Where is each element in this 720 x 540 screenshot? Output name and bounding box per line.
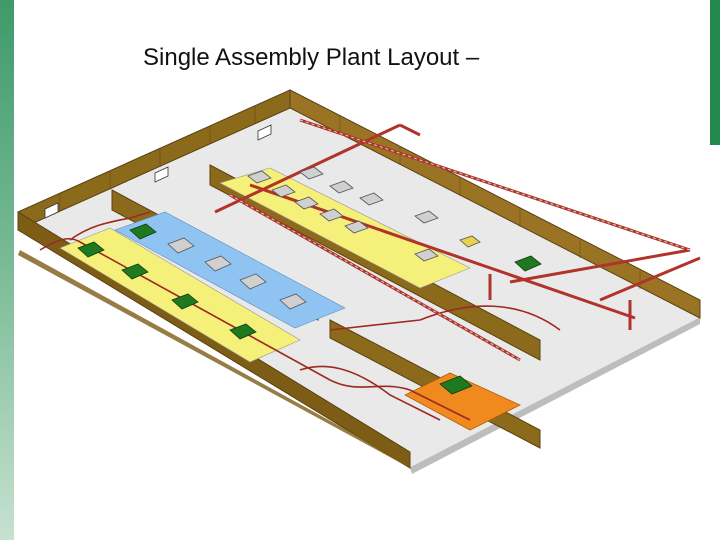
equipment-marker	[459, 235, 481, 248]
grey-station	[294, 196, 319, 210]
slide-accent-bar	[0, 0, 14, 540]
grey-station	[279, 293, 307, 310]
grey-station	[271, 184, 296, 198]
green-vehicle	[514, 255, 542, 272]
grey-station	[344, 220, 369, 234]
green-vehicle	[439, 375, 473, 395]
grey-station	[247, 170, 272, 184]
slide-title: Single Assembly Plant Layout –	[143, 44, 480, 71]
grey-station	[414, 210, 439, 224]
green-vehicle	[171, 293, 199, 310]
blue-bay-stations	[167, 237, 307, 310]
grey-station	[359, 192, 384, 206]
partition-wall-front	[18, 250, 410, 468]
grey-station	[329, 180, 354, 194]
floor-edge	[410, 318, 700, 474]
grey-station	[204, 255, 232, 272]
green-vehicles	[77, 223, 542, 395]
grey-station	[299, 166, 324, 180]
wall-panels	[59, 106, 641, 289]
green-vehicle	[121, 263, 149, 280]
grey-station	[319, 208, 344, 222]
green-vehicle	[77, 241, 105, 258]
wall-windows	[44, 124, 272, 219]
green-vehicle	[129, 223, 157, 240]
green-vehicle	[229, 323, 257, 340]
crane-rail-dashes	[229, 119, 691, 361]
yellow-bay-center	[219, 167, 471, 289]
slide-corner-tab	[710, 0, 720, 145]
grey-station	[239, 273, 267, 290]
orange-bay	[404, 372, 521, 431]
right-back-wall	[289, 89, 701, 319]
grey-station	[414, 248, 439, 262]
vehicle-guide-path	[39, 211, 561, 421]
grey-station	[167, 237, 195, 254]
center-bay-stations	[247, 166, 439, 262]
